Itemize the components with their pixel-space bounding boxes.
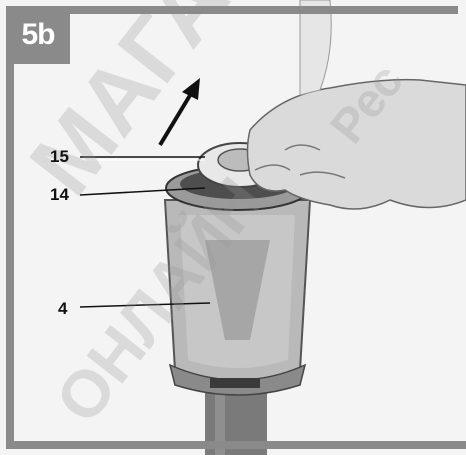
figure-frame [6, 6, 458, 449]
figure-frame-bottom [6, 441, 466, 449]
callout-number-14: 14 [50, 185, 69, 204]
hand [246, 78, 466, 210]
callout-number-15: 15 [50, 147, 69, 166]
lift-arrow-head [182, 78, 200, 100]
callout-number-4: 4 [58, 299, 68, 318]
callout-line-14 [79, 187, 206, 196]
step-badge: 5b [6, 6, 70, 64]
lift-arrow-line [158, 90, 194, 147]
callout-line-4 [79, 302, 211, 308]
